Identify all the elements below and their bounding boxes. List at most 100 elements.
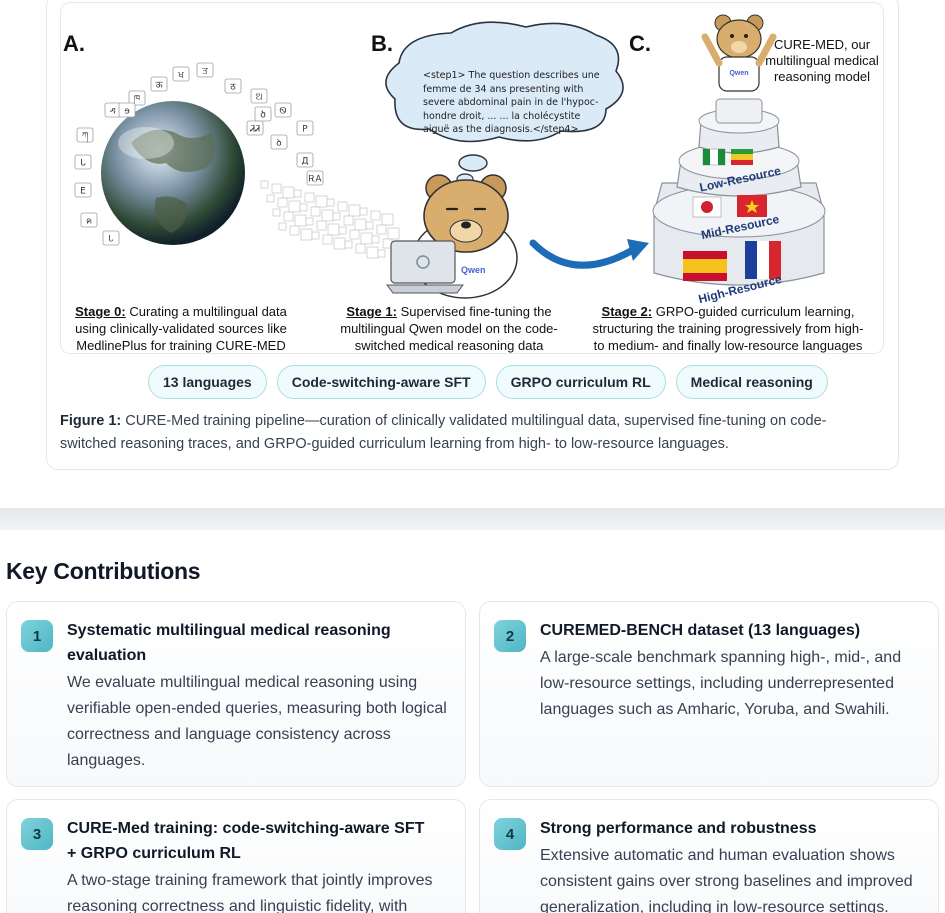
figure-caption-text: CURE-Med training pipeline—curation of c… <box>60 413 827 452</box>
contribution-title: CUREMED-BENCH dataset (13 languages) <box>540 622 861 639</box>
token-square <box>321 209 334 222</box>
token-square <box>260 180 269 189</box>
speech-bubble-text: <step1> The question describes une femme… <box>423 69 613 137</box>
tag-pill[interactable]: Code-switching-aware SFT <box>276 365 486 399</box>
glyph-tile: ɘ <box>118 102 136 118</box>
bubble-line: severe abdominal pain in de l'hypoc- <box>423 97 599 108</box>
token-square <box>272 208 281 217</box>
caption-line: Curating a multilingual data <box>129 304 287 319</box>
token-square <box>343 215 354 226</box>
bear-with-laptop-illustration <box>386 174 518 299</box>
svg-text:ᏘᏘ: ᏘᏘ <box>250 125 260 135</box>
token-square <box>266 194 275 203</box>
svg-text:ծ: ծ <box>260 111 266 121</box>
contribution-body: A large-scale benchmark spanning high-, … <box>540 649 902 718</box>
champion-bear-illustration: Qwen <box>701 7 777 92</box>
contribution-number-badge: 1 <box>21 620 53 652</box>
stage-2-caption: Stage 2: GRPO-guided curriculum learning… <box>575 303 881 353</box>
caption-line: MedlinePlus for training CURE-MED <box>76 338 286 353</box>
contribution-body: A two-stage training framework that join… <box>67 872 433 913</box>
glyph-tile: Ꮣ <box>102 230 120 246</box>
svg-text:ਖ: ਖ <box>177 71 184 81</box>
contribution-title: CURE-Med training: code-switching-aware … <box>67 820 425 862</box>
token-square <box>344 240 353 249</box>
svg-text:P: P <box>302 125 308 135</box>
tag-pill[interactable]: Medical reasoning <box>675 365 828 399</box>
token-square <box>349 229 360 240</box>
token-square <box>359 207 368 216</box>
token-square <box>327 223 340 236</box>
token-square <box>305 217 314 226</box>
svg-text:Qwen: Qwen <box>729 70 748 77</box>
tag-pill[interactable]: 13 languages <box>148 365 267 399</box>
glyph-tile: ծ <box>254 106 272 122</box>
token-square <box>376 224 387 235</box>
panel-label-c: C. <box>629 31 651 56</box>
panel-label-a: A. <box>63 31 85 56</box>
token-square <box>322 234 333 245</box>
token-square <box>304 192 315 203</box>
glyph-tile: ठ <box>224 78 242 94</box>
token-square <box>311 231 320 240</box>
label-line: multilingual medical <box>765 53 879 68</box>
token-square <box>354 218 367 231</box>
token-square <box>366 246 379 259</box>
token-square <box>387 227 400 240</box>
token-square <box>326 198 335 207</box>
token-square <box>278 222 287 231</box>
caption-line: GRPO-guided curriculum learning, <box>655 304 855 319</box>
figure-caption: Figure 1: CURE-Med training pipeline—cur… <box>60 410 860 456</box>
panel-label-b: B. <box>371 31 393 56</box>
token-square <box>315 195 328 208</box>
glyph-tile: Ꮻ <box>274 102 292 118</box>
bubble-line: hondre droit, ... ... la cholécystite <box>423 110 581 122</box>
svg-text:Ꮣ: Ꮣ <box>109 235 114 245</box>
svg-text:ค: ค <box>86 217 92 227</box>
glyph-tile: P <box>296 120 314 136</box>
token-square <box>316 220 327 231</box>
token-square <box>332 212 341 221</box>
glyph-tile: ਤ <box>196 62 214 78</box>
caption-line: switched medical reasoning data <box>354 338 544 353</box>
token-square <box>377 249 386 258</box>
token-square <box>300 228 313 241</box>
glyph-tile: ꝺ <box>270 134 288 150</box>
contribution-card-3: 3 CURE-Med training: code-switching-awar… <box>6 799 466 913</box>
svg-text:ᒐ: ᒐ <box>80 159 86 169</box>
token-stream <box>260 180 406 259</box>
glyph-tile: E <box>74 182 92 198</box>
token-square <box>289 225 300 236</box>
tag-pill[interactable]: GRPO curriculum RL <box>495 365 666 399</box>
contribution-card-1: 1 Systematic multilingual medical reason… <box>6 601 466 787</box>
svg-text:ଅ: ଅ <box>255 93 262 103</box>
contribution-number-badge: 4 <box>494 818 526 850</box>
bubble-line: <step1> The question describes une <box>423 70 600 81</box>
bubble-line: femme de 34 ans presenting with <box>423 83 584 95</box>
token-square <box>282 186 295 199</box>
token-square <box>271 183 282 194</box>
token-square <box>299 203 308 212</box>
svg-text:Ꮻ: Ꮻ <box>279 107 286 117</box>
token-square <box>293 189 302 198</box>
caption-line: using clinically-validated sources like <box>75 321 287 336</box>
contribution-title: Strong performance and robustness <box>540 820 817 837</box>
token-square <box>371 235 380 244</box>
globe-illustration <box>101 101 245 245</box>
glyph-tile: ଅ <box>250 88 268 104</box>
glyph-tile: ᒐ <box>74 154 92 170</box>
token-square <box>288 200 301 213</box>
caption-line: Supervised fine-tuning the <box>400 304 552 319</box>
token-square <box>338 226 347 235</box>
glyph-tile: Д <box>296 152 314 168</box>
svg-text:E: E <box>80 187 86 197</box>
caption-line: structuring the training progressively f… <box>592 321 864 336</box>
glyph-tile: ऊ <box>150 76 168 92</box>
svg-text:ཁ: ཁ <box>134 95 140 105</box>
svg-text:ऊ: ऊ <box>155 81 163 91</box>
reasoning-speech-bubble <box>385 21 624 185</box>
section-divider <box>0 508 945 530</box>
contribution-number-badge: 3 <box>21 818 53 850</box>
figure-caption-label: Figure 1: <box>60 413 122 429</box>
